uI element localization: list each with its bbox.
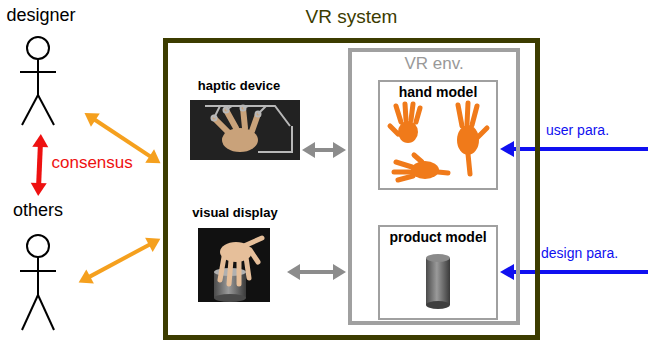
connector-line — [88, 244, 150, 277]
arrowhead — [85, 113, 100, 127]
arrowhead — [333, 264, 346, 280]
connector-line — [39, 145, 41, 185]
connector-line — [313, 148, 335, 152]
parameter-label: user para. — [546, 122, 609, 139]
arrowhead — [333, 142, 346, 158]
model-box: product model — [378, 225, 498, 320]
arrowhead — [32, 134, 48, 147]
model-title: hand model — [399, 84, 478, 101]
actor-name: others — [13, 200, 63, 222]
actor-name: designer — [6, 5, 75, 27]
actor-figure: others — [0, 200, 76, 340]
system-box: VR systemhaptic devicevisual displayVR e… — [163, 38, 540, 340]
connector — [302, 142, 346, 158]
connector — [85, 113, 161, 163]
stick-figure — [20, 37, 56, 125]
stick-figure — [20, 235, 56, 330]
device-panel: visual display — [185, 205, 285, 302]
connector-line — [94, 119, 152, 157]
device-panel: haptic device — [178, 78, 300, 162]
environment-box: VR env. hand model product model — [348, 48, 520, 325]
environment-title: VR env. — [404, 54, 463, 74]
parameter-label: design para. — [541, 245, 618, 262]
actor-figure: designer — [0, 5, 82, 130]
arrowhead — [145, 238, 160, 252]
device-name: visual display — [192, 205, 277, 221]
cylinder-model — [426, 254, 450, 309]
edge-label: consensus — [52, 153, 133, 173]
connector — [31, 134, 49, 196]
hand-model-image — [390, 103, 487, 180]
model-box: hand model — [378, 80, 498, 190]
arrowhead — [287, 264, 300, 280]
arrowhead — [302, 142, 315, 158]
system-title: VR system — [306, 6, 398, 29]
haptic-device-image — [190, 100, 300, 160]
device-name: haptic device — [198, 78, 280, 94]
connector — [287, 264, 346, 280]
visual-display-image — [198, 228, 270, 302]
parameter-arrow — [500, 141, 648, 157]
model-title: product model — [389, 229, 486, 246]
arrowhead — [31, 183, 47, 196]
connector-line — [298, 270, 335, 274]
arrowhead — [79, 269, 94, 283]
connector — [79, 238, 161, 284]
arrowhead — [145, 149, 160, 163]
parameter-arrow — [500, 264, 648, 280]
